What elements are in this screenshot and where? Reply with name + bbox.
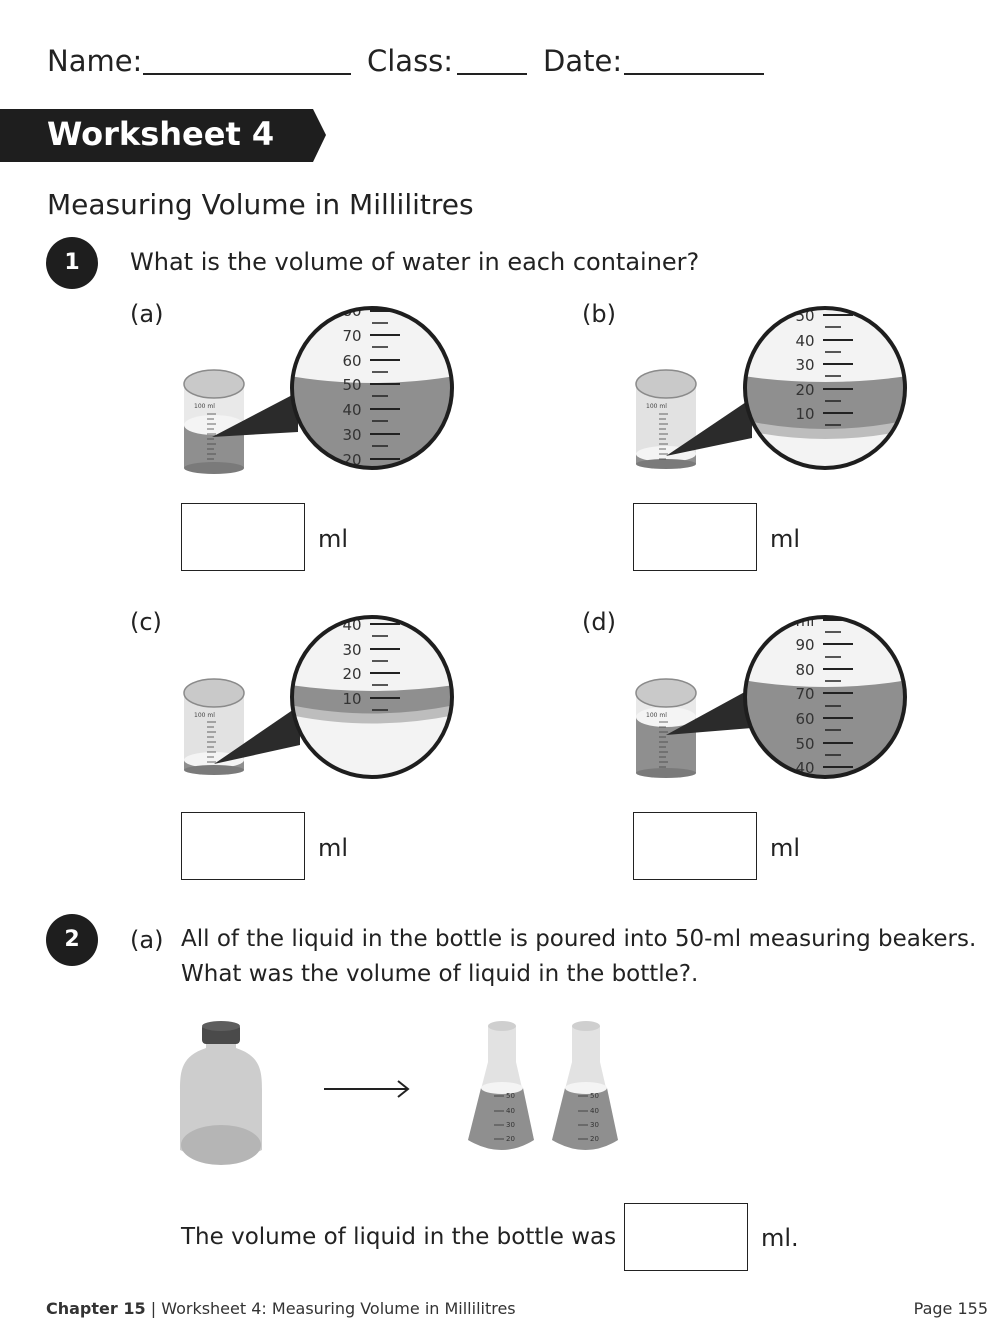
date-label: Date: [543, 44, 623, 78]
beaker-b: 100 ml [635, 369, 697, 469]
scale-c-20: 20 [342, 665, 361, 683]
question-2-part-label: (a) [130, 926, 164, 954]
footer-title: Worksheet 4: Measuring Volume in Millili… [161, 1299, 516, 1318]
beaker-a: 100 ml [183, 369, 245, 474]
page-number: Page 155 [913, 1299, 988, 1318]
unit-d: ml [770, 834, 801, 862]
answer-box-d[interactable] [633, 812, 757, 880]
answer-sentence: The volume of liquid in the bottle was [181, 1224, 617, 1250]
scale-c-10: 10 [342, 690, 361, 708]
flask-2-mark-40: 40 [590, 1107, 599, 1115]
flask-2: 50 40 30 20 [552, 1021, 618, 1150]
question-1-illustrations: 100 ml 80 70 60 50 40 30 20 [183, 306, 907, 779]
date-field[interactable] [624, 73, 764, 75]
bottle-illustration [180, 1021, 262, 1165]
scale-d-70: 70 [795, 685, 814, 703]
question-1-text: What is the volume of water in each cont… [130, 248, 700, 276]
question-2-illustration: 50 40 30 20 50 40 30 20 [180, 1021, 618, 1165]
question-2-number: 2 [46, 914, 98, 966]
question-2-line-2: What was the volume of liquid in the bot… [181, 961, 699, 987]
flask-2-mark-50: 50 [590, 1092, 599, 1100]
class-field[interactable] [457, 73, 527, 75]
scale-d-90: 90 [795, 636, 814, 654]
name-field[interactable] [143, 73, 351, 75]
answer-box-q2[interactable] [624, 1203, 748, 1271]
unit-a: ml [318, 525, 349, 553]
part-c-label: (c) [130, 608, 162, 636]
flask-1-mark-40: 40 [506, 1107, 515, 1115]
footer-chapter: Chapter 15 [46, 1299, 146, 1318]
flask-1-mark-50: 50 [506, 1092, 515, 1100]
magnifier-d: ml 90 80 70 60 50 40 [743, 615, 907, 779]
scale-d-80: 80 [795, 661, 814, 679]
part-a-label: (a) [130, 300, 164, 328]
footer-chapter-info: Chapter 15 | Worksheet 4: Measuring Volu… [46, 1299, 516, 1318]
answer-box-a[interactable] [181, 503, 305, 571]
magnifier-c: 40 30 20 10 [290, 615, 454, 779]
arrow-icon [324, 1080, 410, 1098]
part-b-label: (b) [582, 300, 616, 328]
scale-d-60: 60 [795, 710, 814, 728]
answer-unit-q2: ml. [761, 1224, 799, 1252]
beaker-c-label: 100 ml [194, 712, 215, 719]
class-label: Class: [367, 44, 454, 78]
scale-b-40: 40 [795, 332, 814, 350]
beaker-d-label: 100 ml [646, 712, 667, 719]
scale-a-30: 30 [342, 426, 361, 444]
beaker-a-label: 100 ml [194, 403, 215, 410]
unit-c: ml [318, 834, 349, 862]
scale-b-20: 20 [795, 381, 814, 399]
scale-c-30: 30 [342, 641, 361, 659]
scale-b-30: 30 [795, 356, 814, 374]
callout-pointer-c [214, 705, 300, 764]
name-label: Name: [47, 44, 143, 78]
part-d-label: (d) [582, 608, 616, 636]
callout-pointer-d [666, 688, 752, 735]
footer-separator: | [150, 1299, 157, 1318]
scale-a-70: 70 [342, 327, 361, 345]
question-1-number: 1 [46, 237, 98, 289]
scale-a-50: 50 [342, 376, 361, 394]
scale-b-10: 10 [795, 405, 814, 423]
flask-1-mark-30: 30 [506, 1121, 515, 1129]
callout-pointer-b [666, 398, 752, 456]
flask-1-mark-20: 20 [506, 1135, 515, 1143]
flask-2-mark-30: 30 [590, 1121, 599, 1129]
beaker-b-label: 100 ml [646, 403, 667, 410]
flask-2-mark-20: 20 [590, 1135, 599, 1143]
question-2-line-1: All of the liquid in the bottle is poure… [181, 926, 977, 952]
scale-a-60: 60 [342, 352, 361, 370]
worksheet-banner [0, 109, 326, 162]
answer-box-c[interactable] [181, 812, 305, 880]
flask-1: 50 40 30 20 [468, 1021, 534, 1150]
magnifier-a: 80 70 60 50 40 30 20 [290, 306, 454, 470]
answer-box-b[interactable] [633, 503, 757, 571]
scale-a-40: 40 [342, 401, 361, 419]
magnifier-b: 50 40 30 20 10 [743, 306, 907, 470]
callout-pointer-a [212, 392, 298, 437]
section-title: Measuring Volume in Millilitres [47, 188, 474, 221]
scale-d-50: 50 [795, 735, 814, 753]
worksheet-title: Worksheet 4 [47, 115, 275, 153]
beaker-c: 100 ml [183, 678, 245, 775]
unit-b: ml [770, 525, 801, 553]
